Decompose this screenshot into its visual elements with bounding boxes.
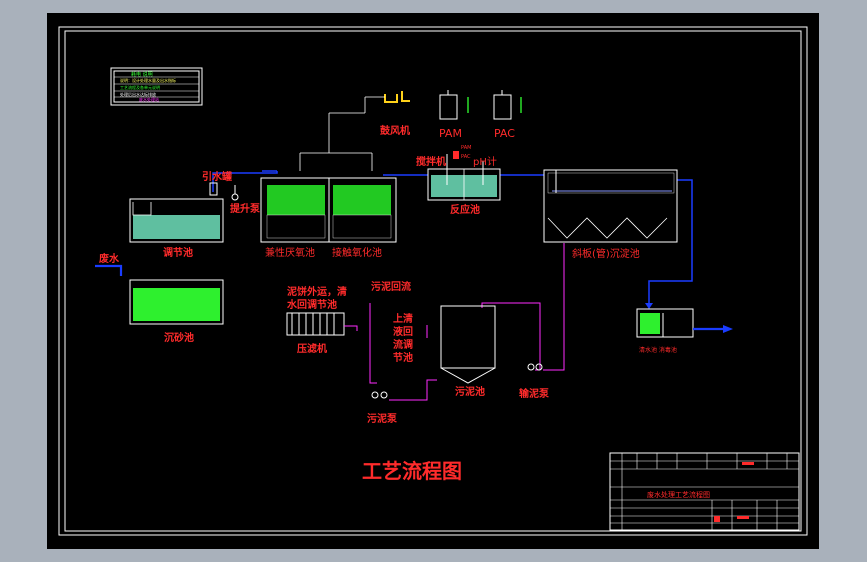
lift-pump-label: 提升泵 [230, 202, 261, 215]
water-intake: 引水罐 [202, 170, 232, 196]
filter-press: 泥饼外运，清 水回调节池 压滤机 [286, 285, 347, 355]
sludge-tank-label: 污泥池 [455, 385, 485, 398]
grit-chamber: 沉砂池 [129, 279, 224, 344]
legend-line-4: 废水处理站 [139, 96, 159, 102]
regulating-tank-label: 调节池 [163, 246, 193, 259]
sludge-cake-note-1: 泥饼外运，清 [287, 285, 347, 298]
reaction-tank-label: 反应池 [450, 203, 480, 216]
sludge-tank: 污泥回流 上清 液回 流调 节池 污泥池 [371, 280, 496, 398]
transfer-pump-label: 输泥泵 [519, 387, 550, 400]
ph-meter-label: pH计 [473, 155, 497, 168]
settler-label: 斜板(管)沉淀池 [572, 247, 640, 260]
regulating-tank: 调节池 [129, 198, 224, 259]
pac-dosing-label: PAC [461, 154, 471, 160]
diagram-title: 工艺流程图 [362, 459, 462, 483]
wastewater-label: 废水 [99, 252, 120, 265]
clear-water-tank: 清水池 消毒池 [636, 308, 733, 354]
lift-pump: 提升泵 [230, 185, 261, 215]
sludge-return-label: 污泥回流 [371, 280, 411, 293]
contact-oxidation-label: 接触氧化池 [332, 246, 382, 259]
water-intake-label: 引水罐 [202, 170, 232, 183]
pipe-to-clear [648, 179, 693, 305]
filter-press-label: 压滤机 [297, 342, 327, 355]
pipe-lift [212, 171, 278, 192]
pac-label: PAC [494, 127, 515, 140]
clear-water-label: 清水池 消毒池 [639, 346, 677, 354]
wastewater-inlet: 废水 [95, 252, 123, 276]
outer-frame [58, 26, 808, 536]
supernatant-line-4: 节池 [393, 351, 413, 364]
legend-line-1: 说明：设计处理水量及出水指标 [120, 77, 176, 83]
blower-unit: 鼓风机 [299, 91, 410, 171]
sludge-return-line [369, 303, 377, 384]
pam-dosing-label: PAM [461, 145, 471, 151]
title-block: 废水处理工艺流程图 [609, 452, 800, 531]
mixer-label: 搅拌机 [416, 155, 446, 168]
pam-label: PAM [439, 127, 462, 140]
reaction-tank: 搅拌机 pH计 PAM PAC 反应池 [416, 145, 501, 216]
supernatant-line-2: 液回 [393, 325, 413, 338]
supernatant-line-3: 流调 [393, 338, 413, 351]
title-block-drawing-name: 废水处理工艺流程图 [647, 490, 710, 499]
drawing-canvas: 耗电 说明 说明：设计处理水量及出水指标 工艺流程及各单元说明 处理后出水达标排… [47, 13, 819, 549]
pac-tank: PAC [493, 90, 522, 140]
legend-box: 耗电 说明 说明：设计处理水量及出水指标 工艺流程及各单元说明 处理后出水达标排… [110, 67, 203, 106]
pam-tank: PAM [439, 90, 469, 140]
grit-chamber-label: 沉砂池 [164, 331, 194, 344]
process-flow-diagram: 耗电 说明 说明：设计处理水量及出水指标 工艺流程及各单元说明 处理后出水达标排… [58, 26, 808, 536]
legend-line-2: 工艺流程及各单元说明 [120, 84, 160, 90]
legend-line-3: 处理后出水达标排放 [120, 91, 156, 97]
anaerobic-tank-label: 兼性厌氧池 [265, 246, 315, 259]
inner-frame [64, 30, 802, 532]
supernatant-line-1: 上清 [393, 312, 413, 325]
bio-tanks: 兼性厌氧池 接触氧化池 [260, 177, 397, 259]
legend-title: 耗电 说明 [131, 71, 153, 78]
inclined-tube-settler: 斜板(管)沉淀池 [543, 169, 678, 260]
sludge-cake-note-2: 水回调节池 [286, 298, 337, 311]
sludge-pump-label: 污泥泵 [367, 412, 398, 425]
blower-label: 鼓风机 [380, 124, 410, 137]
sludge-pump: 污泥泵 [367, 391, 398, 425]
transfer-pump: 输泥泵 [519, 363, 550, 400]
